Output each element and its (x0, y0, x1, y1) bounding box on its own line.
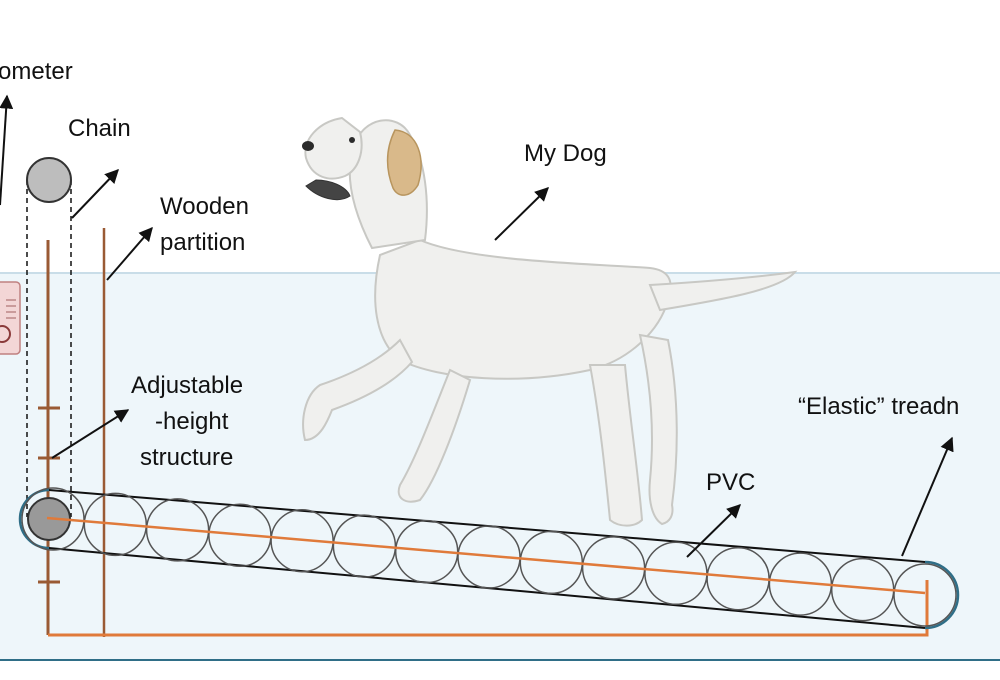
pvc-roller (21, 487, 85, 551)
manometer-arrow (0, 94, 14, 206)
wooden-partition-label-line2: partition (160, 229, 245, 256)
pvc-roller (270, 508, 334, 573)
treadmill-label: “Elastic” treadn (798, 393, 959, 420)
pvc-roller (332, 514, 397, 578)
pvc-roller (145, 498, 210, 562)
adjustable-label-line1: Adjustable (131, 372, 243, 399)
adjustable-arrow (51, 409, 130, 459)
pvc-roller (519, 530, 584, 595)
frame-base (48, 580, 929, 637)
pvc-roller (893, 563, 957, 627)
pvc-label: PVC (706, 469, 755, 496)
chain-label: Chain (68, 115, 131, 142)
adjustable-label-line2: -height (155, 408, 229, 435)
pvc-arrow (686, 504, 741, 558)
adjustable-label-line3: structure (140, 444, 233, 471)
pvc-roller (394, 519, 459, 584)
tension-line (46, 516, 926, 595)
gauge-icon (0, 281, 21, 355)
manometer-label: ometer (0, 58, 73, 85)
wooden-partition-arrow (106, 226, 153, 281)
pvc-roller (83, 492, 148, 557)
dog-arrow (494, 187, 549, 241)
wooden-partition-label-line1: Wooden (160, 193, 249, 220)
pvc-roller (457, 525, 521, 589)
treadmill-arrow (901, 436, 954, 557)
my-dog-label: My Dog (524, 140, 607, 167)
chain-arrow (71, 168, 119, 219)
top-pulley (26, 157, 72, 203)
dog-icon (302, 116, 798, 527)
